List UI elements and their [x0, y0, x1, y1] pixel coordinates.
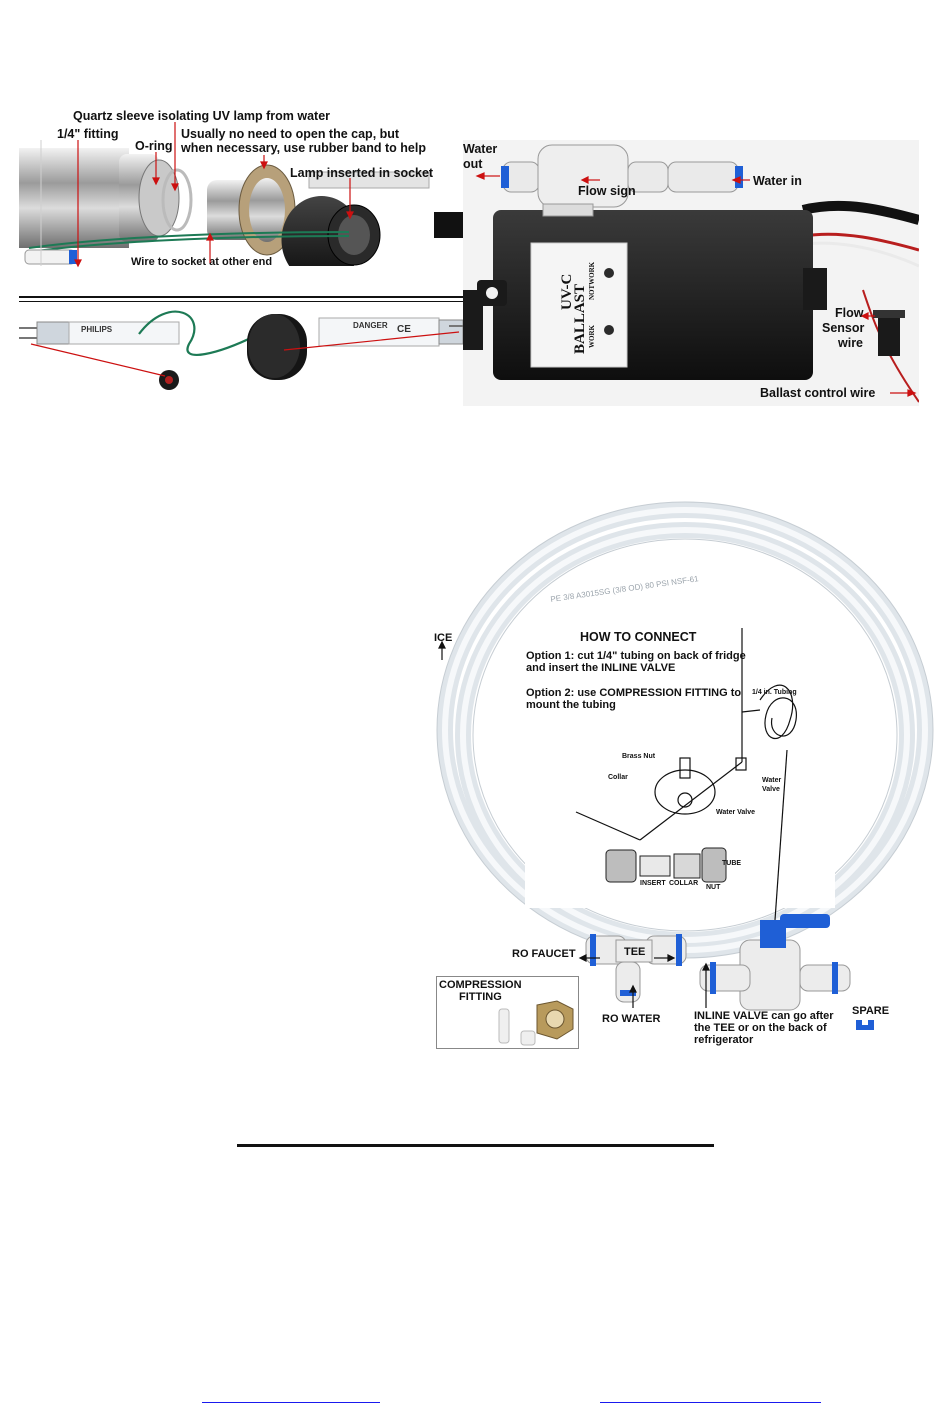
water-out-label-2: out [463, 157, 483, 171]
compression-fitting-inset: COMPRESSION FITTING [436, 976, 579, 1049]
lamp-brand-label: PHILIPS [81, 325, 113, 334]
cap-note-line-2: when necessary, use rubber band to help [181, 141, 426, 155]
option-1-line-1: Option 1: cut 1/4" tubing on back of fri… [526, 650, 746, 662]
lamp-panel-divider [19, 296, 463, 298]
danger-label: DANGER [353, 321, 388, 330]
option-1-line-2: and insert the INLINE VALVE [526, 662, 676, 674]
ro-water-label: RO WATER [602, 1013, 661, 1025]
tee-label: TEE [624, 946, 646, 958]
footer-link-right-underline[interactable] [600, 1402, 821, 1403]
collar-part-label: COLLAR [669, 880, 699, 887]
tubing-coil-illustration [436, 501, 934, 1030]
cap-note-line-1: Usually no need to open the cap, but [181, 127, 400, 141]
option-2-line-1: Option 2: use COMPRESSION FITTING to [526, 687, 742, 699]
o-ring-label: O-ring [135, 139, 173, 153]
nut-part-label: NUT [706, 884, 721, 891]
lamp-callout-arrows [74, 122, 354, 268]
flow-sensor-label-2: Sensor [822, 321, 865, 335]
ice-label: ICE [434, 632, 453, 644]
brass-nut-label: Brass Nut [622, 753, 656, 760]
section-divider-rule [237, 1144, 714, 1147]
ballast-photo: UV-C BALLAST NOTWORK WORK [463, 140, 919, 406]
fitting-label: 1/4" fitting [57, 127, 119, 141]
collar-label: Collar [608, 774, 628, 781]
tube-part-label: TUBE [722, 860, 742, 867]
ce-mark: CE [397, 324, 411, 335]
quartz-sleeve-label: Quartz sleeve isolating UV lamp from wat… [73, 109, 331, 123]
uv-lamp-assembly-illustration [19, 140, 463, 266]
footer-link-left-underline[interactable] [202, 1402, 380, 1403]
how-to-connect-title: HOW TO CONNECT [580, 630, 697, 644]
inline-valve-line-3: refrigerator [694, 1034, 754, 1046]
compression-label-1: COMPRESSION [439, 979, 522, 991]
uv-lamp-photo: Wire to socket at other end [19, 140, 463, 266]
inline-valve-line-2: the TEE or on the back of [694, 1022, 827, 1034]
ballast-control-label: Ballast control wire [760, 386, 876, 400]
ballast-illustration [463, 144, 919, 403]
compression-label-2: FITTING [459, 991, 502, 1003]
flow-sensor-label-1: Flow [835, 306, 864, 320]
compression-parts-icon [498, 1000, 574, 1046]
spare-label: SPARE [852, 1005, 890, 1017]
flow-sensor-label-3: wire [838, 336, 864, 350]
uv-lamp-tube-illustration [19, 310, 463, 390]
tubing-label: 1/4 in. Tubing [752, 689, 797, 696]
tubing-kit-photo: PE 3/8 A3015SG (3/8 OD) 80 PSI NSF-61 [430, 500, 935, 1055]
water-valve-label-2: Valve [762, 786, 780, 793]
water-valve-label-3: Water Valve [716, 809, 756, 816]
uv-lamp-strip-photo: PHILIPS DANGER CE [19, 304, 463, 406]
ro-faucet-label: RO FAUCET [512, 948, 576, 960]
option-2-line-2: mount the tubing [526, 699, 616, 711]
lamp-inserted-label: Lamp inserted in socket [290, 166, 434, 180]
flow-sign-label: Flow sign [578, 184, 636, 198]
inline-valve-line-1: INLINE VALVE can go after [694, 1010, 834, 1022]
lamp-panel-divider-thin [19, 301, 463, 302]
insert-part-label: INSERT [640, 880, 666, 887]
water-in-label: Water in [753, 174, 802, 188]
wire-to-socket-label: Wire to socket at other end [131, 256, 273, 266]
water-out-label-1: Water [463, 142, 498, 156]
ballast-callout-arrows [475, 172, 917, 397]
water-valve-label-1: Water [762, 777, 782, 784]
